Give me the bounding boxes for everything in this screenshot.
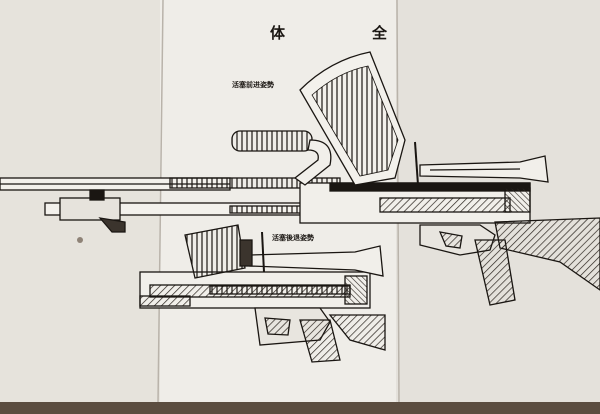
piston-forward-caption: 活塞前进姿勢 <box>232 80 274 89</box>
piston-rearward-caption: 活塞後退姿勢 <box>272 233 314 242</box>
page-fold-left <box>157 0 164 405</box>
lower-rear-block <box>344 275 368 305</box>
title-left-char: 体 <box>270 24 286 42</box>
upper-pistol-grip <box>474 239 516 306</box>
lower-barrel-stub <box>139 295 191 307</box>
upper-magazine-rounds <box>311 65 399 177</box>
lower-magazine <box>184 224 246 279</box>
lower-gun-assembly <box>139 224 386 363</box>
carry-handle-grip <box>231 130 313 152</box>
lower-magazine-base <box>239 239 253 267</box>
lower-pistol-grip <box>299 319 341 363</box>
sight-post <box>414 141 419 186</box>
front-sight-base <box>89 189 105 201</box>
lower-spring <box>209 285 351 295</box>
bipod-mount <box>98 217 126 233</box>
upper-receiver-bolt <box>379 197 511 213</box>
paper-stain <box>77 237 83 243</box>
upper-trigger <box>438 231 463 249</box>
gas-block <box>59 197 121 221</box>
rear-sight-line <box>429 168 521 171</box>
upper-gun-assembly <box>0 51 600 306</box>
lower-trigger <box>264 317 291 336</box>
table-edge <box>0 402 600 414</box>
lower-sight-post <box>261 231 265 273</box>
upper-receiver-top <box>329 182 531 192</box>
lower-stock <box>328 314 386 351</box>
rear-block <box>504 187 531 213</box>
title-right-char: 全 <box>372 24 388 42</box>
carry-handle-arm <box>293 139 332 186</box>
upper-stock <box>494 217 600 291</box>
